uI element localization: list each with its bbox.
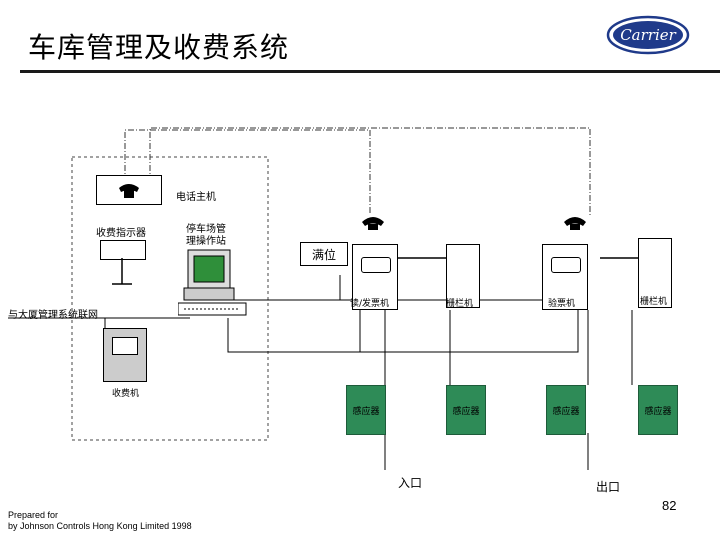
- sensor-3: 感应器: [546, 385, 586, 435]
- page-number: 82: [662, 498, 677, 513]
- exit-ticket-machine: [542, 244, 588, 310]
- fee-indicator-stand: [112, 258, 132, 285]
- phone-host-label: 电话主机: [176, 192, 216, 203]
- footer: Prepared for by Johnson Controls Hong Ko…: [8, 510, 192, 532]
- entry-telephone-icon: [362, 217, 384, 230]
- entry-barrier-label: 栅栏机: [446, 299, 474, 309]
- footer-line-2: by Johnson Controls Hong Kong Limited 19…: [8, 521, 192, 531]
- sensor-4: 感应器: [638, 385, 678, 435]
- sensor-2: 感应器: [446, 385, 486, 435]
- building-network-label: 与大厦管理系统联网: [8, 310, 98, 321]
- exit-label: 出口: [596, 480, 621, 494]
- workstation-icon: [178, 249, 247, 316]
- title-divider: [20, 70, 720, 73]
- entry-barrier: [446, 244, 480, 308]
- entrance-label: 入口: [398, 476, 423, 490]
- entry-ticket-machine: [352, 244, 398, 310]
- entry-reader-label: 读/发票机: [350, 299, 390, 309]
- fee-indicator-label: 收费指示器: [96, 228, 146, 239]
- cashier-label: 收费机: [112, 389, 140, 399]
- telephone-icon: [119, 184, 139, 198]
- exit-barrier: [638, 238, 672, 308]
- phone-host: [96, 175, 162, 205]
- logo-text: Carrier: [620, 26, 676, 44]
- fee-indicator-display: [100, 240, 146, 260]
- exit-reader-label: 验票机: [548, 299, 576, 309]
- exit-barrier-label: 栅栏机: [640, 297, 668, 307]
- footer-line-1: Prepared for: [8, 510, 59, 520]
- page-title: 车库管理及收费系统: [28, 31, 290, 64]
- sensor-1: 感应器: [346, 385, 386, 435]
- exit-telephone-icon: [564, 217, 586, 230]
- full-sign: 满位: [300, 242, 348, 266]
- carrier-logo: Carrier: [606, 15, 690, 55]
- workstation-label: 停车场管 理操作站: [186, 224, 226, 247]
- cashier-machine: [103, 328, 147, 382]
